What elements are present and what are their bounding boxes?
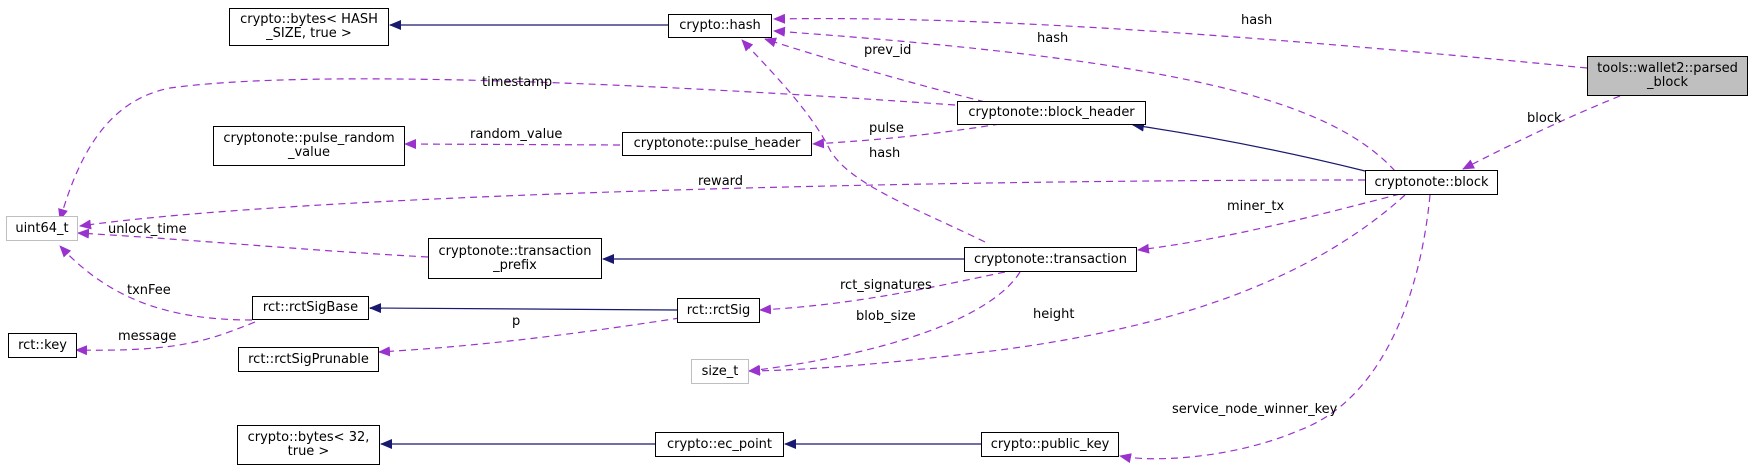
edge-blockheader-pulse	[812, 123, 1001, 149]
node-rctsigprunable[interactable]: rct::rctSigPrunable	[238, 347, 379, 372]
label-txnfee: txnFee	[127, 283, 171, 298]
label-prev-id: prev_id	[864, 43, 911, 58]
label-p: p	[512, 314, 520, 329]
node-ec-point[interactable]: crypto::ec_point	[655, 432, 784, 457]
label-rct-signatures: rct_signatures	[840, 278, 932, 293]
edge-block-hash	[773, 26, 1396, 172]
edge-blockheader-hash	[764, 37, 986, 103]
node-public-key[interactable]: crypto::public_key	[981, 432, 1119, 457]
node-transaction[interactable]: cryptonote::transaction	[964, 247, 1137, 272]
label-message: message	[118, 329, 176, 344]
edge-pulseheader-random	[404, 139, 621, 150]
label-height: height	[1033, 307, 1074, 322]
label-service-node-winner-key: service_node_winner_key	[1172, 402, 1338, 417]
edge-block-sizet	[748, 194, 1406, 376]
node-rct-key[interactable]: rct::key	[8, 333, 77, 358]
edge-tx-hash	[741, 39, 986, 243]
node-pulse-header[interactable]: cryptonote::pulse_header	[622, 132, 812, 156]
edge-parsedblock-block	[1462, 95, 1621, 170]
node-size-t[interactable]: size_t	[691, 359, 749, 384]
edge-rctsig-prunable	[378, 317, 681, 357]
label-blob-size: blob_size	[856, 309, 916, 324]
label-block: block	[1527, 111, 1562, 126]
node-rctsig[interactable]: rct::rctSig	[677, 298, 760, 323]
label-unlock-time: unlock_time	[108, 222, 187, 237]
label-hash-tx: hash	[869, 146, 900, 161]
label-miner-tx: miner_tx	[1227, 199, 1284, 214]
edge-tx-sizet	[748, 271, 1021, 375]
label-hash-block: hash	[1037, 31, 1068, 46]
edge-txprefix-uint64	[77, 228, 429, 258]
label-random-value: random_value	[470, 127, 562, 142]
node-tx-prefix[interactable]: cryptonote::transaction _prefix	[428, 238, 602, 279]
label-pulse: pulse	[869, 121, 904, 136]
edge-rctsigbase-uint64	[59, 245, 253, 321]
label-timestamp: timestamp	[482, 75, 552, 90]
label-reward: reward	[698, 174, 743, 189]
node-uint64[interactable]: uint64_t	[6, 216, 78, 241]
edge-rctsigbase-key	[75, 321, 256, 356]
edge-blockheader-uint64	[58, 78, 956, 221]
edge-block-pubkey	[1119, 194, 1431, 464]
edge-block-blockheader	[1132, 121, 1366, 172]
node-block-header[interactable]: cryptonote::block_header	[957, 101, 1146, 125]
node-bytes-hash[interactable]: crypto::bytes< HASH _SIZE, true >	[229, 8, 389, 46]
edge-block-uint64	[79, 179, 1366, 230]
node-crypto-hash[interactable]: crypto::hash	[668, 14, 772, 38]
node-block[interactable]: cryptonote::block	[1365, 170, 1498, 195]
edge-parsedblock-hash	[773, 13, 1588, 69]
edge-rctsig-base	[369, 303, 678, 314]
edge-block-tx	[1137, 193, 1401, 254]
edge-tx-rctsig	[759, 271, 1006, 315]
node-parsed-block[interactable]: tools::wallet2::parsed _block	[1587, 56, 1748, 96]
node-bytes32[interactable]: crypto::bytes< 32, true >	[237, 425, 380, 465]
node-rctsigbase[interactable]: rct::rctSigBase	[252, 296, 369, 320]
label-hash-top: hash	[1241, 13, 1272, 28]
node-pulse-random[interactable]: cryptonote::pulse_random _value	[213, 126, 405, 166]
